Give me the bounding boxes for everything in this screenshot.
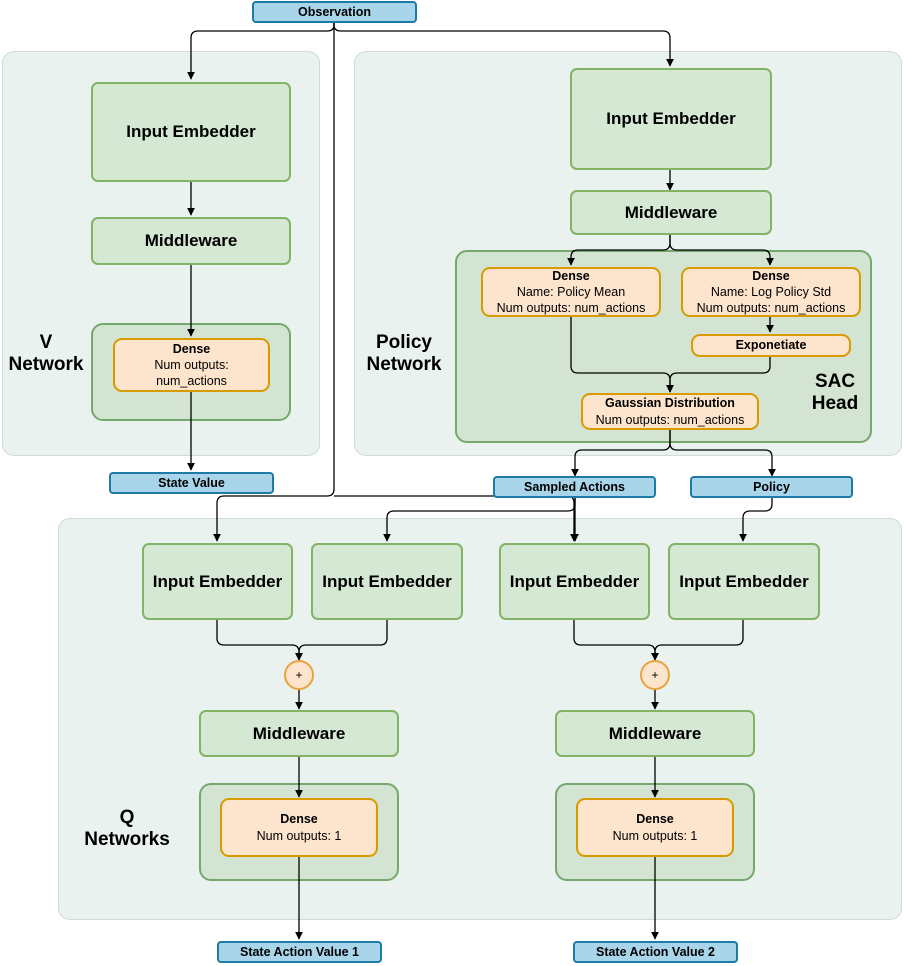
q2-dense-title: Dense [636, 812, 674, 827]
observation-node[interactable]: Observation [252, 1, 417, 23]
policy-output-node[interactable]: Policy [690, 476, 853, 498]
dense-policy-mean-node[interactable]: Dense Name: Policy Mean Num outputs: num… [481, 267, 661, 317]
gaussian-distribution-title: Gaussian Distribution [605, 396, 735, 411]
sampled-actions-node[interactable]: Sampled Actions [493, 476, 656, 498]
v-dense-title: Dense [172, 341, 211, 356]
observation-label: Observation [298, 5, 371, 19]
state-action-value-2-node[interactable]: State Action Value 2 [573, 941, 738, 963]
q1-dense-outputs: Num outputs: 1 [256, 828, 342, 843]
dense-policy-mean-name: Name: Policy Mean [516, 284, 626, 299]
policy-middleware-label: Middleware [624, 202, 718, 222]
state-value-node[interactable]: State Value [109, 472, 274, 494]
dense-log-policy-std-title: Dense [752, 268, 790, 283]
q1-input-embedder-obs-node[interactable]: Input Embedder [142, 543, 293, 620]
q1-input-embedder-act-label: Input Embedder [322, 571, 452, 591]
policy-input-embedder-node[interactable]: Input Embedder [570, 68, 772, 170]
dense-policy-mean-outputs: Num outputs: num_actions [496, 301, 646, 316]
q2-add-label: + [651, 668, 659, 682]
q2-input-embedder-act-node[interactable]: Input Embedder [668, 543, 820, 620]
dense-log-policy-std-name: Name: Log Policy Std [710, 284, 832, 299]
exponetiate-label: Exponetiate [735, 338, 807, 353]
dense-log-policy-std-outputs: Num outputs: num_actions [696, 301, 846, 316]
q1-middleware-node[interactable]: Middleware [199, 710, 399, 757]
policy-input-embedder-label: Input Embedder [606, 109, 736, 129]
q2-middleware-node[interactable]: Middleware [555, 710, 755, 757]
q1-dense-title: Dense [280, 812, 318, 827]
q1-add-node[interactable]: + [284, 660, 314, 690]
q1-middleware-label: Middleware [252, 723, 346, 743]
v-dense-outputs: Num outputs: num_actions [154, 357, 229, 389]
policy-middleware-node[interactable]: Middleware [570, 190, 772, 235]
q2-input-embedder-obs-node[interactable]: Input Embedder [499, 543, 650, 620]
q2-dense-outputs: Num outputs: 1 [612, 828, 698, 843]
v-middleware-label: Middleware [144, 231, 238, 251]
q2-input-embedder-obs-label: Input Embedder [509, 571, 640, 591]
q2-add-node[interactable]: + [640, 660, 670, 690]
dense-log-policy-std-node[interactable]: Dense Name: Log Policy Std Num outputs: … [681, 267, 861, 317]
policy-output-label: Policy [753, 480, 790, 494]
q2-dense-node[interactable]: Dense Num outputs: 1 [576, 798, 734, 857]
v-dense-node[interactable]: Dense Num outputs: num_actions [113, 338, 270, 392]
q1-input-embedder-obs-label: Input Embedder [152, 571, 283, 591]
v-input-embedder-label: Input Embedder [126, 122, 256, 142]
dense-policy-mean-title: Dense [552, 268, 590, 283]
exponetiate-node[interactable]: Exponetiate [691, 334, 851, 357]
gaussian-distribution-node[interactable]: Gaussian Distribution Num outputs: num_a… [581, 393, 759, 430]
q2-middleware-label: Middleware [608, 723, 702, 743]
state-action-value-1-label: State Action Value 1 [239, 945, 360, 959]
q2-input-embedder-act-label: Input Embedder [679, 571, 809, 591]
state-value-label: State Value [158, 476, 225, 490]
q1-dense-node[interactable]: Dense Num outputs: 1 [220, 798, 378, 857]
q1-add-label: + [295, 668, 303, 682]
sampled-actions-label: Sampled Actions [524, 480, 625, 494]
state-action-value-1-node[interactable]: State Action Value 1 [217, 941, 382, 963]
state-action-value-2-label: State Action Value 2 [595, 945, 716, 959]
v-middleware-node[interactable]: Middleware [91, 217, 291, 265]
v-input-embedder-node[interactable]: Input Embedder [91, 82, 291, 182]
gaussian-distribution-outputs: Num outputs: num_actions [595, 412, 745, 427]
q1-input-embedder-act-node[interactable]: Input Embedder [311, 543, 463, 620]
